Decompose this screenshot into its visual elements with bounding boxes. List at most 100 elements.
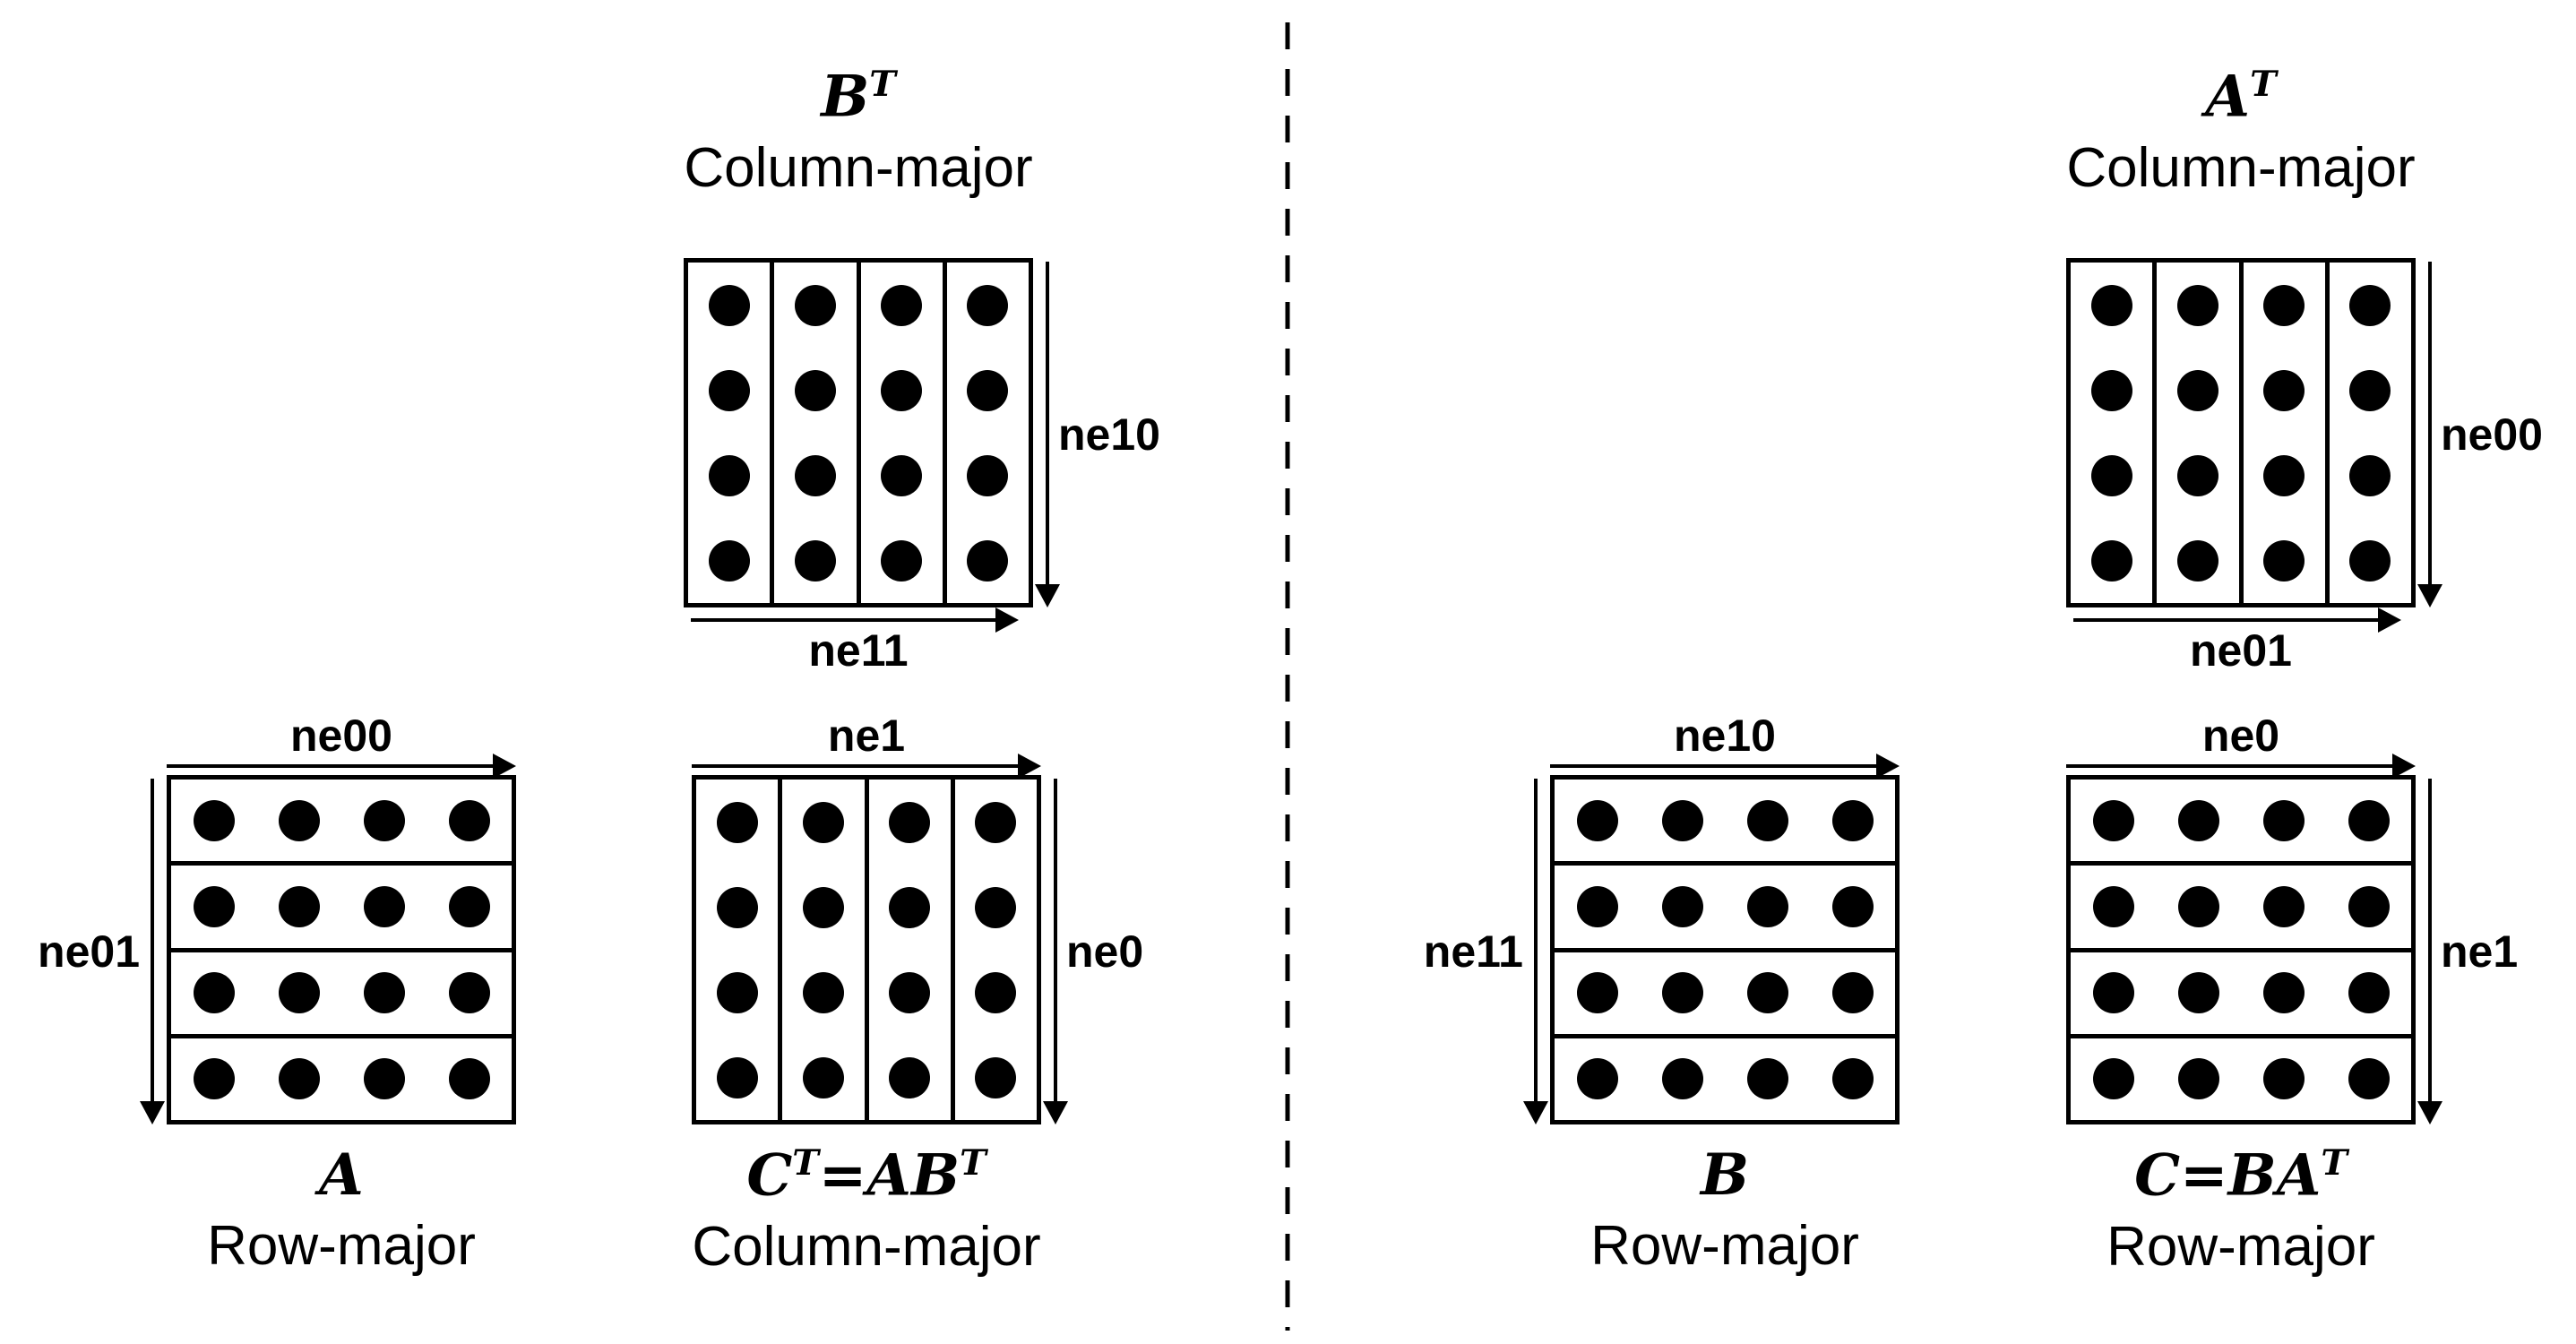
right-arrow-icon	[2072, 607, 2401, 633]
matrix-strip	[688, 263, 775, 603]
matrix-element-dot	[363, 885, 405, 927]
ne0-label-right: ne0	[2201, 710, 2280, 761]
b-title: B	[1384, 1143, 2065, 1207]
panel-divider	[1285, 22, 1290, 1331]
matrix-element-dot	[278, 972, 320, 1014]
matrix-element-dot	[794, 369, 836, 411]
matrix-element-dot	[967, 369, 1009, 411]
matrix-element-dot	[2177, 799, 2219, 841]
matrix-strip	[2071, 780, 2411, 866]
matrix-element-dot	[2262, 799, 2305, 841]
matrix-element-dot	[2263, 539, 2305, 582]
b-matrix-group: ne10 ne11 B Row-major	[1424, 711, 1900, 1277]
matrix-element-dot	[1746, 972, 1788, 1014]
matrix-element-dot	[794, 284, 836, 326]
matrix-element-dot	[1661, 1058, 1703, 1100]
ne00-axis-right: ne00	[2417, 262, 2543, 607]
matrix-strip	[2071, 1038, 2411, 1120]
bt-matrix	[684, 258, 1033, 607]
matrix-element-dot	[881, 284, 923, 326]
matrix-element-dot	[2263, 369, 2305, 411]
down-arrow-icon	[1523, 779, 1548, 1124]
matrix-element-dot	[1746, 885, 1788, 927]
matrix-element-dot	[1661, 885, 1703, 927]
matrix-element-dot	[881, 454, 923, 496]
ne10-label: ne10	[1058, 409, 1160, 460]
matrix-strip	[1555, 952, 1895, 1038]
matrix-element-dot	[193, 1058, 235, 1100]
matrix-strip	[861, 263, 947, 603]
matrix-element-dot	[1661, 972, 1703, 1014]
ne00-label: ne00	[290, 710, 392, 761]
matrix-element-dot	[708, 284, 750, 326]
matrix-element-dot	[1831, 1058, 1874, 1100]
ne00-axis: ne00	[167, 710, 516, 779]
matrix-element-dot	[802, 886, 844, 928]
matrix-strip	[2071, 952, 2411, 1038]
ne0-label: ne0	[1066, 926, 1144, 977]
ne0-axis: ne0	[1043, 779, 1144, 1124]
bt-layout-label: Column-major	[684, 136, 1033, 199]
matrix-element-dot	[2263, 454, 2305, 496]
bt-matrix-group: BT Column-major ne10 ne11	[684, 65, 1160, 674]
ne01-label-right: ne01	[2190, 625, 2292, 676]
matrix-strip	[1555, 1038, 1895, 1120]
ne01-label: ne01	[38, 926, 140, 977]
matrix-element-dot	[975, 1056, 1017, 1098]
matrix-element-dot	[1576, 1058, 1618, 1100]
ne11-label: ne11	[808, 625, 909, 676]
ct-layout-label: Column-major	[692, 1215, 1041, 1278]
matrix-element-dot	[2348, 1058, 2390, 1100]
matrix-strip	[2330, 263, 2411, 603]
c-matrix-group: ne0 ne1 C=BAT Row-major	[2066, 711, 2518, 1277]
matrix-element-dot	[967, 284, 1009, 326]
matrix-element-dot	[2262, 972, 2305, 1014]
down-arrow-icon	[2417, 779, 2442, 1124]
matrix-strip	[171, 952, 512, 1038]
title-sup: T	[792, 1142, 819, 1184]
matrix-element-dot	[716, 971, 758, 1013]
down-arrow-icon	[2417, 262, 2442, 607]
matrix-element-dot	[1661, 799, 1703, 841]
matrix-element-dot	[278, 1058, 320, 1100]
matrix-element-dot	[1576, 885, 1618, 927]
a-matrix	[167, 775, 516, 1124]
ne11-label-right: ne11	[1423, 926, 1523, 977]
title-text: A	[319, 1142, 364, 1209]
down-arrow-icon	[1043, 779, 1068, 1124]
matrix-strip	[1555, 866, 1895, 952]
matrix-strip	[696, 780, 783, 1120]
matrix-element-dot	[2177, 972, 2219, 1014]
matrix-element-dot	[975, 971, 1017, 1013]
matrix-element-dot	[967, 454, 1009, 496]
title-text: C	[746, 1142, 793, 1210]
matrix-element-dot	[2348, 885, 2390, 927]
matrix-element-dot	[716, 1056, 758, 1098]
matrix-element-dot	[2092, 799, 2134, 841]
ne10-label-right: ne10	[1674, 710, 1776, 761]
bt-title: BT	[518, 65, 1199, 129]
ne01-axis-right: ne01	[2066, 607, 2416, 676]
matrix-element-dot	[448, 1058, 490, 1100]
matrix-strip	[171, 866, 512, 952]
c-title: C=BAT	[1900, 1142, 2576, 1210]
ne0-axis-right: ne0	[2066, 710, 2416, 779]
b-layout-label: Row-major	[1590, 1215, 1859, 1278]
matrix-element-dot	[889, 971, 931, 1013]
matrix-element-dot	[967, 539, 1009, 582]
matrix-strip	[955, 780, 1037, 1120]
matrix-element-dot	[2092, 972, 2134, 1014]
ct-title: CT=ABT	[526, 1142, 1207, 1210]
at-caption: AT Column-major	[1900, 65, 2576, 199]
matrix-element-dot	[2090, 454, 2132, 496]
ne00-label-right: ne00	[2441, 409, 2543, 460]
matrix-element-dot	[2349, 454, 2391, 496]
right-arrow-icon	[167, 754, 516, 779]
title-text: C=BA	[2134, 1142, 2322, 1210]
matrix-element-dot	[881, 369, 923, 411]
matrix-strip	[869, 780, 955, 1120]
matrix-strip	[2157, 263, 2244, 603]
ne10-axis-right: ne10	[1550, 710, 1900, 779]
matrix-element-dot	[363, 799, 405, 841]
matrix-element-dot	[363, 1058, 405, 1100]
